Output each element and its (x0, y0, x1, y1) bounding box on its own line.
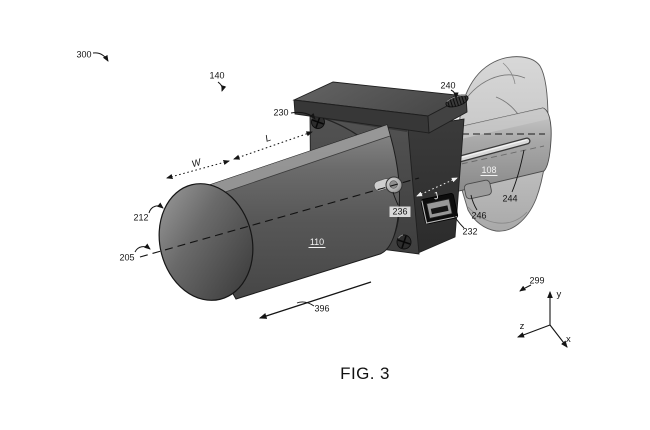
ref-label-236: 236 (392, 207, 407, 217)
ref-label-140: 140 (209, 71, 224, 81)
leader-300 (92, 52, 109, 62)
ref-label-230: 230 (273, 108, 288, 118)
bracket-top-flange (292, 81, 469, 134)
ref-label-212: 212 (133, 213, 148, 223)
leader-205 (134, 243, 151, 253)
ref-label-240: 240 (440, 81, 455, 91)
main-cylinder-110 (158, 124, 400, 301)
ref-label-108: 108 (481, 165, 496, 175)
dimension-l: L (233, 131, 313, 160)
axis-label-y: y (557, 289, 562, 300)
axis-x-arrow (549, 324, 568, 348)
dimension-line-j (416, 177, 458, 197)
dimension-w: W (166, 157, 230, 180)
ref-label-110-group: 110 (308, 237, 326, 248)
ref-label-300: 300 (76, 50, 91, 60)
ref-label-108-group: 108 (480, 165, 498, 176)
thumbscrew-240 (445, 94, 469, 108)
mid-cylinder-108 (449, 107, 552, 200)
screw-bottom (396, 234, 412, 250)
leader-232 (451, 211, 465, 229)
main-centerline (139, 177, 420, 258)
port-232 (420, 193, 459, 225)
figure-caption: FIG. 3 (340, 364, 390, 383)
leader-240 (450, 89, 459, 99)
ref-label-236-group: 236 (389, 206, 411, 217)
tab-246 (463, 179, 492, 200)
rear-cylinder-lower-arc (467, 206, 528, 224)
axis-z-arrow (516, 324, 551, 338)
leader-230 (290, 111, 316, 120)
ref-label-396: 396 (314, 304, 329, 314)
leader-236 (392, 191, 399, 206)
dimension-label-w: W (190, 157, 203, 170)
leader-246 (470, 194, 478, 211)
ref-label-110: 110 (310, 237, 324, 247)
ref-label-244: 244 (502, 194, 517, 204)
ref-label-299: 299 (529, 276, 544, 286)
arrow-396 (258, 281, 372, 319)
ref-label-232: 232 (462, 227, 477, 237)
bracket-side-face: J (406, 118, 465, 254)
leader-244 (511, 149, 525, 193)
leader-212 (148, 202, 164, 214)
cylinder-end-face (158, 183, 254, 301)
dimension-label-j: J (431, 190, 441, 202)
axis-label-z: z (520, 321, 525, 332)
rod-244 (452, 137, 531, 164)
leader-140 (217, 81, 227, 92)
dimension-label-l: L (264, 133, 273, 145)
coordinate-axes: y z x (516, 289, 571, 348)
leader-299 (519, 284, 532, 292)
ref-label-205: 205 (119, 253, 134, 263)
axis-label-x: x (566, 334, 571, 345)
ref-label-246: 246 (471, 211, 486, 221)
